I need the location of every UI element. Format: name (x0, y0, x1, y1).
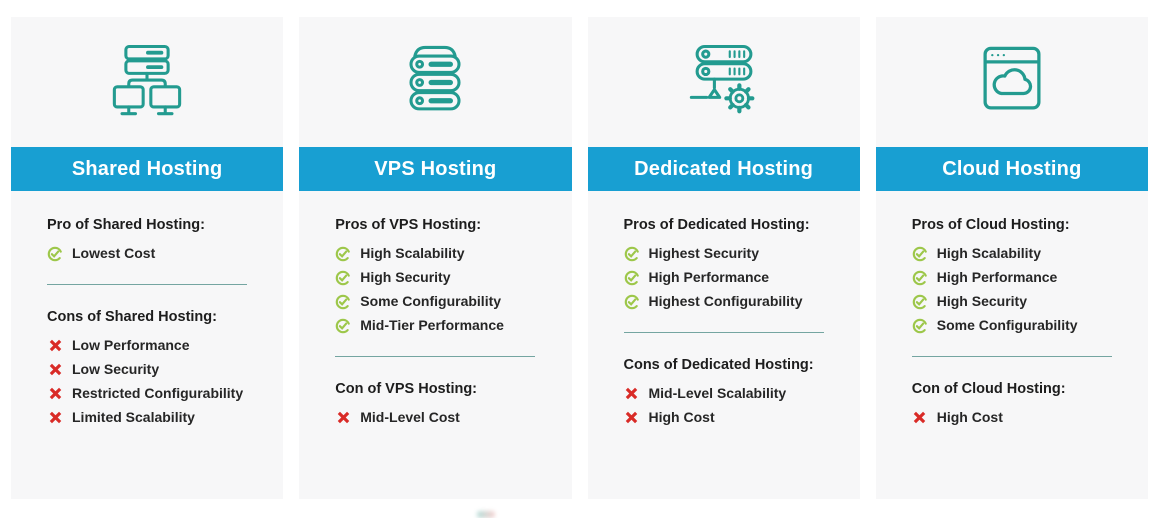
section-divider (47, 284, 247, 285)
card-content: Pros of Cloud Hosting: High Scalability … (876, 191, 1148, 433)
icon-area (876, 17, 1148, 147)
cross-icon (624, 386, 640, 402)
check-icon (912, 318, 928, 334)
hosting-card-dedicated: Dedicated Hosting Pros of Dedicated Host… (587, 17, 860, 499)
check-icon (624, 294, 640, 310)
card-title: Cloud Hosting (942, 157, 1082, 180)
partial-logo-mark (477, 511, 495, 518)
con-item: High Cost (624, 409, 844, 426)
hosting-comparison: Shared Hosting Pro of Shared Hosting: Lo… (11, 17, 1148, 499)
card-title-band: Cloud Hosting (875, 147, 1148, 191)
pros-list: Highest Security High Performance Highes… (624, 245, 844, 310)
cons-heading: Con of VPS Hosting: (335, 381, 478, 397)
card-content: Pros of VPS Hosting: High Scalability Hi… (299, 191, 571, 433)
pros-heading: Pros of Cloud Hosting: (911, 217, 1070, 233)
check-icon (335, 318, 351, 334)
con-item: Restricted Configurability (47, 385, 267, 402)
cons-heading: Con of Cloud Hosting: (911, 381, 1066, 397)
cross-icon (47, 386, 63, 402)
con-item: Low Security (47, 361, 267, 378)
pros-list: High Scalability High Security Some Conf… (335, 245, 555, 334)
con-item: Limited Scalability (47, 409, 267, 426)
icon-area (588, 17, 860, 147)
card-title: Dedicated Hosting (634, 157, 814, 180)
card-title-band: VPS Hosting (299, 147, 572, 191)
vps-server-stack-icon (387, 40, 483, 124)
card-content: Pro of Shared Hosting: Lowest Cost Cons … (11, 191, 283, 433)
check-icon (624, 270, 640, 286)
con-item: High Cost (912, 409, 1132, 426)
hosting-card-cloud: Cloud Hosting Pros of Cloud Hosting: Hig… (875, 17, 1148, 499)
hosting-card-vps: VPS Hosting Pros of VPS Hosting: High Sc… (299, 17, 572, 499)
cons-heading: Cons of Dedicated Hosting: (623, 357, 814, 373)
card-title-band: Dedicated Hosting (587, 147, 860, 191)
pros-heading: Pros of VPS Hosting: (335, 217, 482, 233)
pro-item: High Security (335, 269, 555, 286)
cons-list: Mid-Level Scalability High Cost (624, 385, 844, 426)
pro-item: Highest Security (624, 245, 844, 262)
con-item: Mid-Level Scalability (624, 385, 844, 402)
cross-icon (335, 410, 351, 426)
section-divider (623, 332, 824, 333)
check-icon (624, 246, 640, 262)
check-icon (912, 294, 928, 310)
card-title-band: Shared Hosting (11, 147, 284, 191)
cross-icon (47, 410, 63, 426)
pros-heading: Pro of Shared Hosting: (47, 217, 205, 233)
pro-item: High Scalability (335, 245, 555, 262)
con-item: Low Performance (47, 337, 267, 354)
check-icon (912, 246, 928, 262)
pro-item: High Scalability (912, 245, 1132, 262)
pro-item: Some Configurability (335, 293, 555, 310)
cons-list: Mid-Level Cost (335, 409, 555, 426)
cons-list: High Cost (912, 409, 1132, 426)
section-divider (911, 356, 1112, 357)
pros-heading: Pros of Dedicated Hosting: (623, 217, 810, 233)
pro-item: High Performance (912, 269, 1132, 286)
check-icon (335, 270, 351, 286)
icon-area (299, 17, 571, 147)
card-title: Shared Hosting (71, 157, 223, 180)
section-divider (335, 356, 536, 357)
card-content: Pros of Dedicated Hosting: Highest Secur… (588, 191, 860, 433)
pro-item: High Security (912, 293, 1132, 310)
cross-icon (47, 362, 63, 378)
card-title: VPS Hosting (374, 157, 497, 180)
check-icon (912, 270, 928, 286)
pros-list: High Scalability High Performance High S… (912, 245, 1132, 334)
check-icon (335, 294, 351, 310)
cons-list: Low Performance Low Security Restricted … (47, 337, 267, 426)
pros-list: Lowest Cost (47, 245, 267, 262)
cross-icon (47, 338, 63, 354)
pro-item: Some Configurability (912, 317, 1132, 334)
pro-item: Highest Configurability (624, 293, 844, 310)
shared-hosting-servers-monitors-icon (99, 40, 195, 124)
dedicated-server-gear-icon (676, 40, 772, 124)
hosting-card-shared: Shared Hosting Pro of Shared Hosting: Lo… (11, 17, 284, 499)
check-icon (47, 246, 63, 262)
cross-icon (624, 410, 640, 426)
pro-item: Lowest Cost (47, 245, 267, 262)
pro-item: Mid-Tier Performance (335, 317, 555, 334)
cross-icon (912, 410, 928, 426)
pro-item: High Performance (624, 269, 844, 286)
cloud-browser-icon (964, 40, 1060, 124)
icon-area (11, 17, 283, 147)
cons-heading: Cons of Shared Hosting: (47, 309, 217, 325)
check-icon (335, 246, 351, 262)
con-item: Mid-Level Cost (335, 409, 555, 426)
